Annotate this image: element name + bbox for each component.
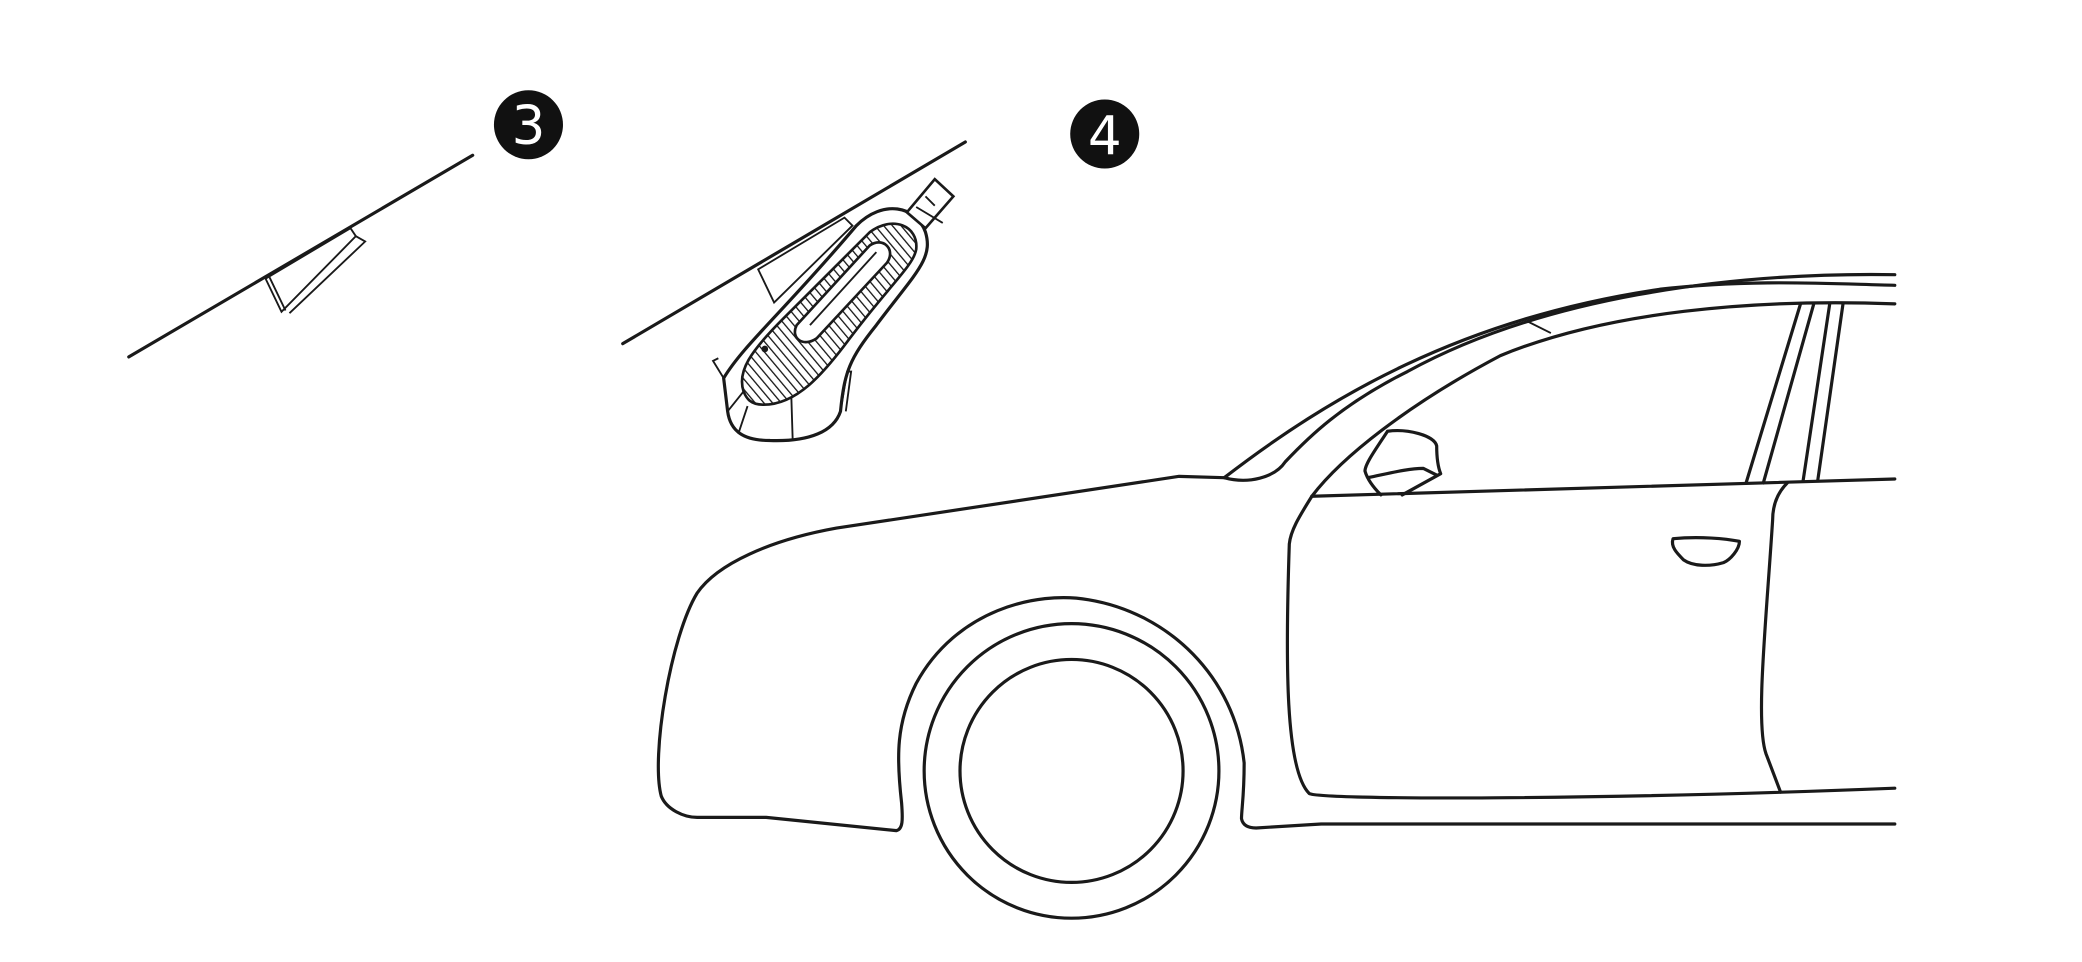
- windshield-frame: [1310, 301, 1897, 498]
- step-badge-4: 4: [1070, 99, 1140, 169]
- b-pillar: [1744, 302, 1845, 485]
- door-rear-edge: [1759, 481, 1789, 794]
- side-mirror: [1363, 429, 1443, 497]
- door-handle: [1670, 536, 1742, 567]
- step-4: 4: [621, 99, 1140, 443]
- roof-line: [1222, 281, 1897, 480]
- front-wheel: [922, 622, 1221, 920]
- step-number: 3: [512, 94, 546, 156]
- door-outline: [1285, 494, 1897, 800]
- windshield-line: [127, 153, 475, 359]
- car-illustration: [656, 272, 1897, 920]
- car-body: [656, 272, 1897, 833]
- windshield-line: [621, 140, 967, 346]
- mount-bracket: [264, 226, 367, 314]
- step-badge-3: 3: [493, 90, 563, 160]
- dash-camera: [711, 177, 956, 443]
- step-number: 4: [1088, 105, 1122, 167]
- belt-line: [1310, 477, 1897, 498]
- step-3: 3: [127, 90, 563, 359]
